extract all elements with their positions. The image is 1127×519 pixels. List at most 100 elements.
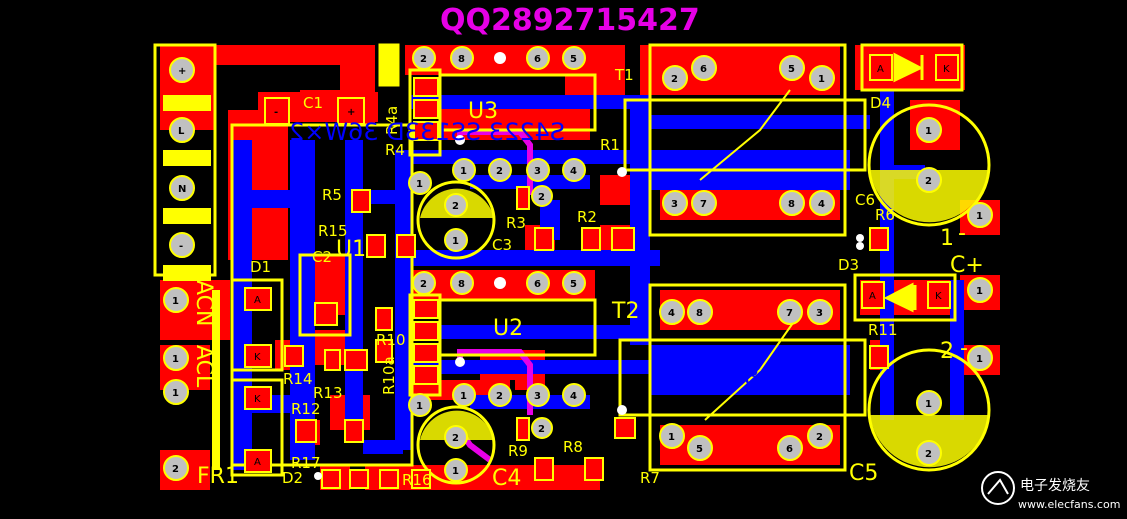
label-r9: R9 [508,442,528,460]
pad-label: 4 [818,199,825,210]
label-d4: D4 [870,94,891,112]
label-r11: R11 [868,321,898,339]
pad-label: N [178,184,186,195]
pad-label: 6 [534,279,541,290]
label-r2: R2 [577,208,597,226]
pad-label: 1 [172,296,179,307]
board-title: QQ2892715427 [440,3,700,38]
label-r14: R14 [283,370,313,388]
pad-label: 8 [458,279,465,290]
pad-label: 2 [496,166,503,177]
pad-label: 6 [534,54,541,65]
label-r8: R8 [563,438,583,456]
pad-label: K [943,64,950,75]
label-c3: C3 [492,236,512,254]
pad-label: 5 [788,64,795,75]
pad-label: 1 [452,466,459,477]
pad-label: 6 [700,64,707,75]
label-r10: R10 [376,331,406,349]
label-r6: R6 [875,206,895,224]
label-r3: R3 [506,214,526,232]
pad-label: 4 [668,308,675,319]
label-r17: R17 [291,454,321,472]
label-d3: D3 [838,256,859,274]
pad-label: K [254,352,261,363]
pad-label: K [935,291,942,302]
pad-label: 7 [786,308,793,319]
pad-label: 1 [460,391,467,402]
pad-label: 5 [570,279,577,290]
component-designators: C1 R4a U3 T1 D4 R1 R4 R5 R15 U1 R3 C3 R2… [191,66,984,491]
pad-label: 1 [925,399,932,410]
label-t1: T1 [614,66,634,84]
pad-label: 3 [534,391,541,402]
pad-label: 1 [172,354,179,365]
pad-label: A [254,457,261,468]
pad-label: 4 [570,166,577,177]
label-r7: R7 [640,469,660,487]
label-c6: C6 [855,191,875,209]
pad-label: 8 [696,308,703,319]
label-c1: C1 [303,94,323,112]
pad-label: 2 [420,54,427,65]
pad-label: 2 [496,391,503,402]
watermark-name: 电子发烧友 [1020,478,1090,494]
pad-label: 2 [452,433,459,444]
pad-label: - [274,107,278,118]
pad-label: 2 [816,432,823,443]
pad-label: A [877,64,884,75]
label-r10a: R10a [380,356,398,395]
pad-label: K [254,394,261,405]
pad-label: 1 [416,179,423,190]
pad-label: 2 [925,449,932,460]
label-acl: ACL [191,345,216,388]
label-r5: R5 [322,186,342,204]
watermark-url: www.elecfans.com [1018,498,1120,511]
pad-label: 3 [816,308,823,319]
pad-label: 2 [925,176,932,187]
pad-label: 1 [172,388,179,399]
pad-label: 2 [172,464,179,475]
label-t2: T2 [611,299,639,324]
pad-label: + [178,66,186,77]
pad-label: 2 [671,74,678,85]
pad-label: 4 [570,391,577,402]
pad-label: 1 [452,236,459,247]
pad-label: 1 [925,126,932,137]
pad [163,46,993,482]
pad-label: 2 [538,424,545,435]
t1-part-text: S4223 SS133D 36W×2 [289,118,565,146]
pad-label: 1 [976,354,983,365]
label-minus: - [958,221,966,246]
label-r16: R16 [402,471,432,489]
pad-label: 1 [818,74,825,85]
pad-label: 5 [696,444,703,455]
connector-bars [163,95,220,470]
pad-label: 7 [700,199,707,210]
label-c2: C2 [312,248,332,266]
label-c5: C5 [849,461,878,486]
pad-label: L [178,126,185,137]
label-r12: R12 [291,400,321,418]
watermark-logo-icon [981,471,1015,505]
pad-label: 2 [538,192,545,203]
t2-part-text: SC-82N [711,363,800,391]
pad-label: 3 [671,199,678,210]
silkscreen-outlines [153,43,991,485]
label-fr1: FR1 [197,464,239,489]
pad-label: - [179,241,183,252]
pad-label: 2 [420,279,427,290]
label-c4: C4 [492,466,521,491]
pad-label: 6 [786,444,793,455]
pad-label: 1 [976,286,983,297]
label-r13: R13 [313,384,343,402]
vias [314,52,864,480]
label-u3: U3 [468,99,498,124]
label-acn: ACN [191,280,216,326]
pads [163,46,993,489]
watermark: 电子发烧友 www.elecfans.com [981,471,1120,511]
label-u2: U2 [493,316,523,341]
pad-label: 8 [788,199,795,210]
pad-label: 1 [976,211,983,222]
